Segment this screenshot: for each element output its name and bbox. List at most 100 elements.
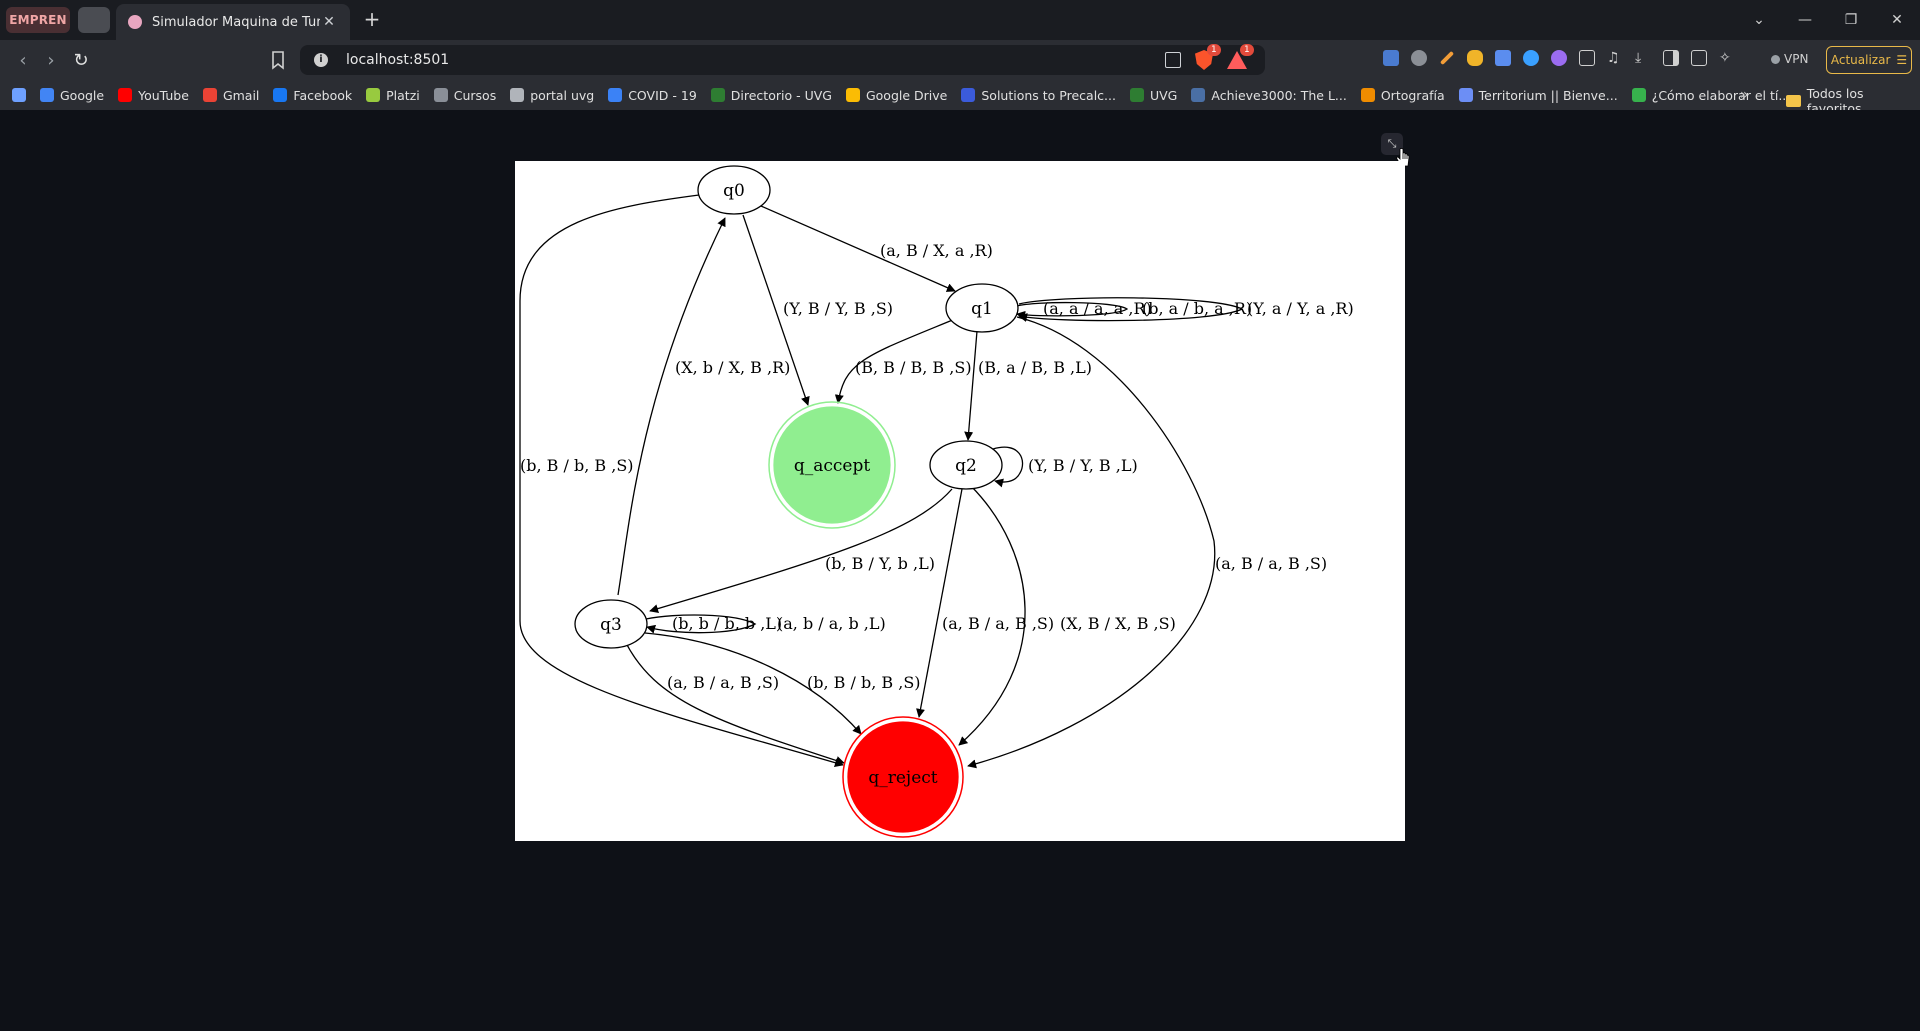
url-text[interactable]: localhost:8501 (346, 52, 450, 68)
tab-search-icon[interactable]: ⌄ (1753, 12, 1765, 28)
tab-title: Simulador Maquina de Turing (152, 14, 320, 30)
lock-icon[interactable] (1467, 50, 1483, 66)
rss-icon[interactable] (1411, 50, 1427, 66)
bookmark-label: Ortografía (1380, 87, 1445, 103)
bookmark-favicon-icon (202, 88, 217, 102)
state-q-accept-label: q_accept (794, 456, 871, 476)
close-window-button[interactable]: ✕ (1891, 12, 1903, 28)
bookmark-label: Territorium || Bienve... (1478, 87, 1618, 103)
apps-icon[interactable] (12, 88, 26, 102)
label-q2-reject-x: (X, B / X, B ,S) (1060, 614, 1176, 633)
close-tab-icon[interactable]: ✕ (323, 14, 335, 30)
edge-q0-q1 (760, 205, 956, 292)
bookmark-item[interactable]: Platzi (366, 88, 420, 103)
pinned-tab[interactable] (78, 7, 110, 33)
forward-icon[interactable]: › (47, 49, 55, 71)
bookmark-label: COVID - 19 (628, 87, 697, 103)
folder-icon (1786, 95, 1801, 107)
bookmark-favicon-icon (510, 88, 525, 102)
bookmark-label: Google Drive (865, 87, 948, 103)
bookmark-label: Cursos (453, 87, 497, 103)
bookmark-favicon-icon (273, 88, 288, 102)
bookmark-item[interactable]: Google (40, 88, 104, 103)
bookmark-favicon-icon (1129, 88, 1144, 102)
label-q0-q1: (a, B / X, a ,R) (880, 241, 993, 260)
reload-icon[interactable]: ↻ (73, 49, 89, 71)
label-q3-reject-a: (a, B / a, B ,S) (667, 673, 779, 692)
download-icon[interactable]: ⤓ (1635, 50, 1642, 66)
site-info-icon[interactable]: i (314, 53, 328, 67)
vpn-status-icon (1771, 54, 1780, 64)
speed-icon[interactable] (1523, 50, 1539, 66)
bookmark-item[interactable]: Google Drive (845, 87, 948, 103)
bookmark-favicon-icon (845, 88, 860, 102)
label-q3-reject-b: (b, B / b, B ,S) (807, 673, 921, 692)
bookmark-item[interactable]: COVID - 19 (608, 88, 697, 103)
bookmark-favicon-icon (1191, 88, 1206, 102)
label-q0-accept: (Y, B / Y, B ,S) (783, 299, 893, 318)
puzzle-icon[interactable] (1579, 50, 1595, 66)
restore-button[interactable]: ❐ (1844, 12, 1858, 28)
bookmark-item[interactable]: Achieve3000: The L... (1191, 88, 1347, 103)
tab-simulador[interactable]: Simulador Maquina de Turing ✕ (116, 4, 350, 40)
settings-icon[interactable] (1551, 50, 1567, 66)
vpn-button[interactable]: VPN (1771, 52, 1808, 66)
docs-icon[interactable] (1495, 50, 1511, 66)
bookmark-label: Directorio - UVG (730, 87, 832, 103)
wallet-icon[interactable] (1691, 50, 1707, 66)
back-icon[interactable]: ‹ (19, 49, 27, 71)
streamlit-app: ⤡ (0, 110, 1920, 1031)
bookmark-item[interactable]: Territorium || Bienve... (1458, 87, 1618, 103)
rewards-count-badge: 1 (1240, 44, 1254, 56)
bookmark-page-icon[interactable] (270, 50, 286, 70)
label-q2-reject-a: (a, B / a, B ,S) (942, 614, 1054, 633)
label-q3-loop-a: (a, b / a, b ,L) (777, 614, 886, 633)
bookmark-favicon-icon (433, 88, 448, 102)
label-q1-loop-y: (Y, a / Y, a ,R) (1247, 299, 1354, 318)
fullscreen-button[interactable]: ⤡ (1381, 133, 1403, 155)
bookmark-label: Google (60, 87, 105, 103)
bookmark-item[interactable]: YouTube (118, 88, 189, 103)
bookmark-favicon-icon (1458, 88, 1473, 102)
pen-icon[interactable] (1439, 50, 1455, 66)
address-bar[interactable]: i localhost:8501 (300, 45, 1265, 75)
bookmark-item[interactable]: ¿Cómo elaborar el tí... (1631, 88, 1790, 103)
bookmark-favicon-icon (118, 88, 133, 102)
bookmark-item[interactable]: Gmail (202, 87, 260, 103)
more-bookmarks-icon[interactable]: » (1740, 87, 1749, 103)
state-q0: q0 (697, 165, 771, 215)
bookmark-item[interactable]: Cursos (433, 87, 497, 103)
label-q1-loop-b: (b, a / b, a ,R) (1142, 299, 1252, 318)
bookmark-item[interactable]: UVG (1129, 88, 1177, 103)
state-q0-label: q0 (723, 181, 745, 201)
edge-q0-accept (742, 214, 810, 406)
edge-q1-accept (834, 318, 956, 404)
state-q-accept: q_accept (768, 401, 896, 529)
bookmark-item[interactable]: portal uvg (510, 88, 594, 103)
translate-icon[interactable] (1383, 50, 1399, 66)
music-icon[interactable]: ♫ (1607, 50, 1620, 66)
state-q2-label: q2 (955, 456, 977, 476)
brave-shield-icon[interactable] (1195, 50, 1213, 70)
share-icon[interactable] (1165, 52, 1181, 68)
bookmark-label: Gmail (222, 87, 260, 103)
bookmark-item[interactable]: Ortografía (1360, 87, 1445, 103)
edge-q2-q3 (649, 488, 953, 614)
leo-ai-icon[interactable]: ✧ (1719, 50, 1731, 66)
vpn-label: VPN (1784, 52, 1809, 66)
pinned-tab-empren[interactable]: EMPREN (6, 7, 70, 33)
update-button[interactable]: Actualizar ☰ (1826, 46, 1912, 74)
minimize-button[interactable]: — (1798, 12, 1812, 28)
label-q1-reject: (a, B / a, B ,S) (1215, 554, 1327, 573)
update-label: Actualizar (1830, 53, 1891, 67)
new-tab-button[interactable]: + (363, 7, 381, 31)
label-q3-loop-b: (b, b / b, b ,L) (672, 614, 782, 633)
brain-icon (128, 15, 142, 29)
bookmark-label: portal uvg (530, 87, 595, 103)
sidebar-icon[interactable] (1663, 50, 1679, 66)
edge-q1-q2 (964, 330, 978, 441)
bookmark-item[interactable]: Facebook (273, 88, 352, 103)
bookmark-favicon-icon (608, 88, 623, 102)
bookmark-item[interactable]: Solutions to Precalc... (961, 88, 1116, 103)
bookmark-item[interactable]: Directorio - UVG (710, 87, 832, 103)
